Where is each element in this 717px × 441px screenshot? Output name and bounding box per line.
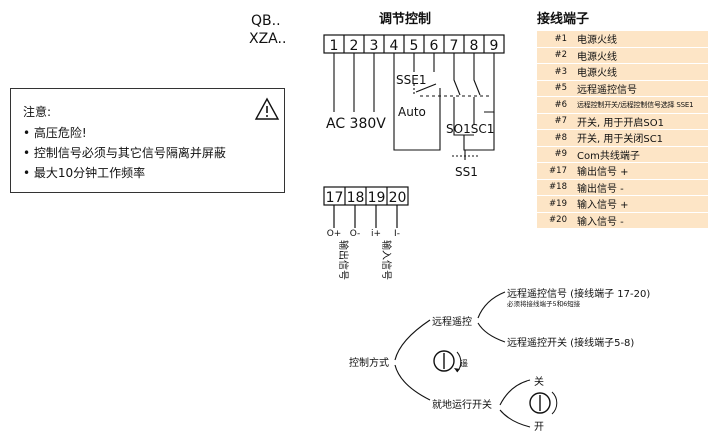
terminal-no: #18: [537, 179, 573, 196]
warning-title: 注意:: [23, 105, 52, 119]
terminal-desc: 远程遥控信号: [573, 80, 708, 97]
model-code-1: QB..: [251, 13, 281, 29]
terminal-desc: 输入信号 -: [573, 212, 708, 229]
warning-item: 控制信号必须与其它信号隔离并屏蔽: [23, 143, 226, 163]
control-mode-root: 控制方式: [349, 356, 389, 369]
terminal-no: #17: [537, 162, 573, 180]
warning-item: 高压危险!: [23, 123, 226, 143]
terminal-5: 5: [410, 38, 419, 54]
terminal-desc: Com共线端子: [573, 146, 708, 163]
terminal-desc: 电源火线: [573, 31, 708, 48]
power-wires: [333, 53, 375, 112]
warning-triangle-icon: [254, 97, 280, 120]
i-minus-label: I-: [394, 229, 400, 239]
terminal-17: 17: [326, 190, 344, 206]
terminal-2: 2: [350, 38, 359, 54]
remote-control-node: 远程遥控: [432, 315, 472, 328]
so1sc1-label: SO1SC1: [446, 122, 494, 136]
terminal-desc: 输入信号 +: [573, 195, 708, 213]
terminal-desc: 电源火线: [573, 47, 708, 64]
terminal-6: 6: [430, 38, 439, 54]
terminal-no: #2: [537, 47, 573, 64]
terminal-no: #6: [537, 96, 573, 114]
switch-open-label: 开: [534, 422, 544, 433]
switch-close-label: 关: [534, 375, 544, 388]
terminal-no: #19: [537, 195, 573, 213]
o-plus-label: O+: [327, 229, 342, 239]
open-close-switch-icon: [529, 391, 558, 415]
terminal-no: #1: [537, 31, 573, 48]
sse1-label: SSE1: [396, 73, 426, 87]
terminal-18: 18: [347, 190, 365, 206]
warning-list: 高压危险! 控制信号必须与其它信号隔离并屏蔽 最大10分钟工作频率: [23, 123, 226, 183]
remote-switch-node: 远程遥控开关 (接线端子5-8): [507, 336, 634, 349]
terminal-no: #20: [537, 212, 573, 229]
terminal-3: 3: [370, 38, 379, 54]
control-tree-lines: [394, 291, 531, 428]
local-switch-node: 就地运行开关: [432, 398, 492, 411]
terminal-9: 9: [490, 38, 499, 54]
model-code-2: XZA..: [249, 31, 287, 47]
terminal-strip-bottom: [323, 186, 409, 228]
i-plus-label: i+: [371, 229, 381, 239]
control-wires: [393, 53, 495, 160]
auto-label: Auto: [398, 105, 426, 119]
control-title: 调节控制: [379, 12, 432, 27]
terminal-desc: 开关, 用于关闭SC1: [573, 129, 708, 147]
terminal-no: #5: [537, 80, 573, 97]
terminal-4: 4: [390, 38, 399, 54]
terminal-8: 8: [470, 38, 479, 54]
terminal-no: #8: [537, 129, 573, 147]
terminal-desc: 开关, 用于开启SO1: [573, 113, 708, 130]
output-signal-label: 输出信号: [337, 240, 350, 280]
terminal-1: 1: [330, 38, 339, 54]
remote-signal-node: 远程遥控信号 (接线端子 17-20): [507, 287, 650, 300]
terminal-no: #9: [537, 146, 573, 163]
terminal-desc: 输出信号 +: [573, 162, 708, 180]
selector-knob-icon: [433, 350, 462, 373]
terminal-7: 7: [450, 38, 459, 54]
terminals-title: 接线端子: [537, 12, 590, 27]
warning-box: 注意: 高压危险! 控制信号必须与其它信号隔离并屏蔽 最大10分钟工作频率: [10, 88, 285, 193]
terminal-strip-top: [323, 34, 505, 54]
terminal-no: #3: [537, 63, 573, 81]
knob-remote-label: 遥: [460, 358, 468, 368]
o-minus-label: O-: [350, 229, 361, 239]
remote-signal-note: 必须将接线端子5和6短接: [507, 299, 581, 308]
input-signal-label: 输入信号: [380, 240, 393, 280]
terminal-desc: 远程控制开关/远程控制信号选择 SSE1: [573, 96, 708, 114]
terminal-desc: 电源火线: [573, 63, 708, 81]
terminal-20: 20: [389, 190, 407, 206]
terminal-desc: 输出信号 -: [573, 179, 708, 196]
warning-item: 最大10分钟工作频率: [23, 163, 226, 183]
ac-voltage-label: AC 380V: [326, 116, 386, 132]
ss1-label: SS1: [455, 165, 478, 179]
terminal-no: #7: [537, 113, 573, 130]
terminal-19: 19: [368, 190, 386, 206]
